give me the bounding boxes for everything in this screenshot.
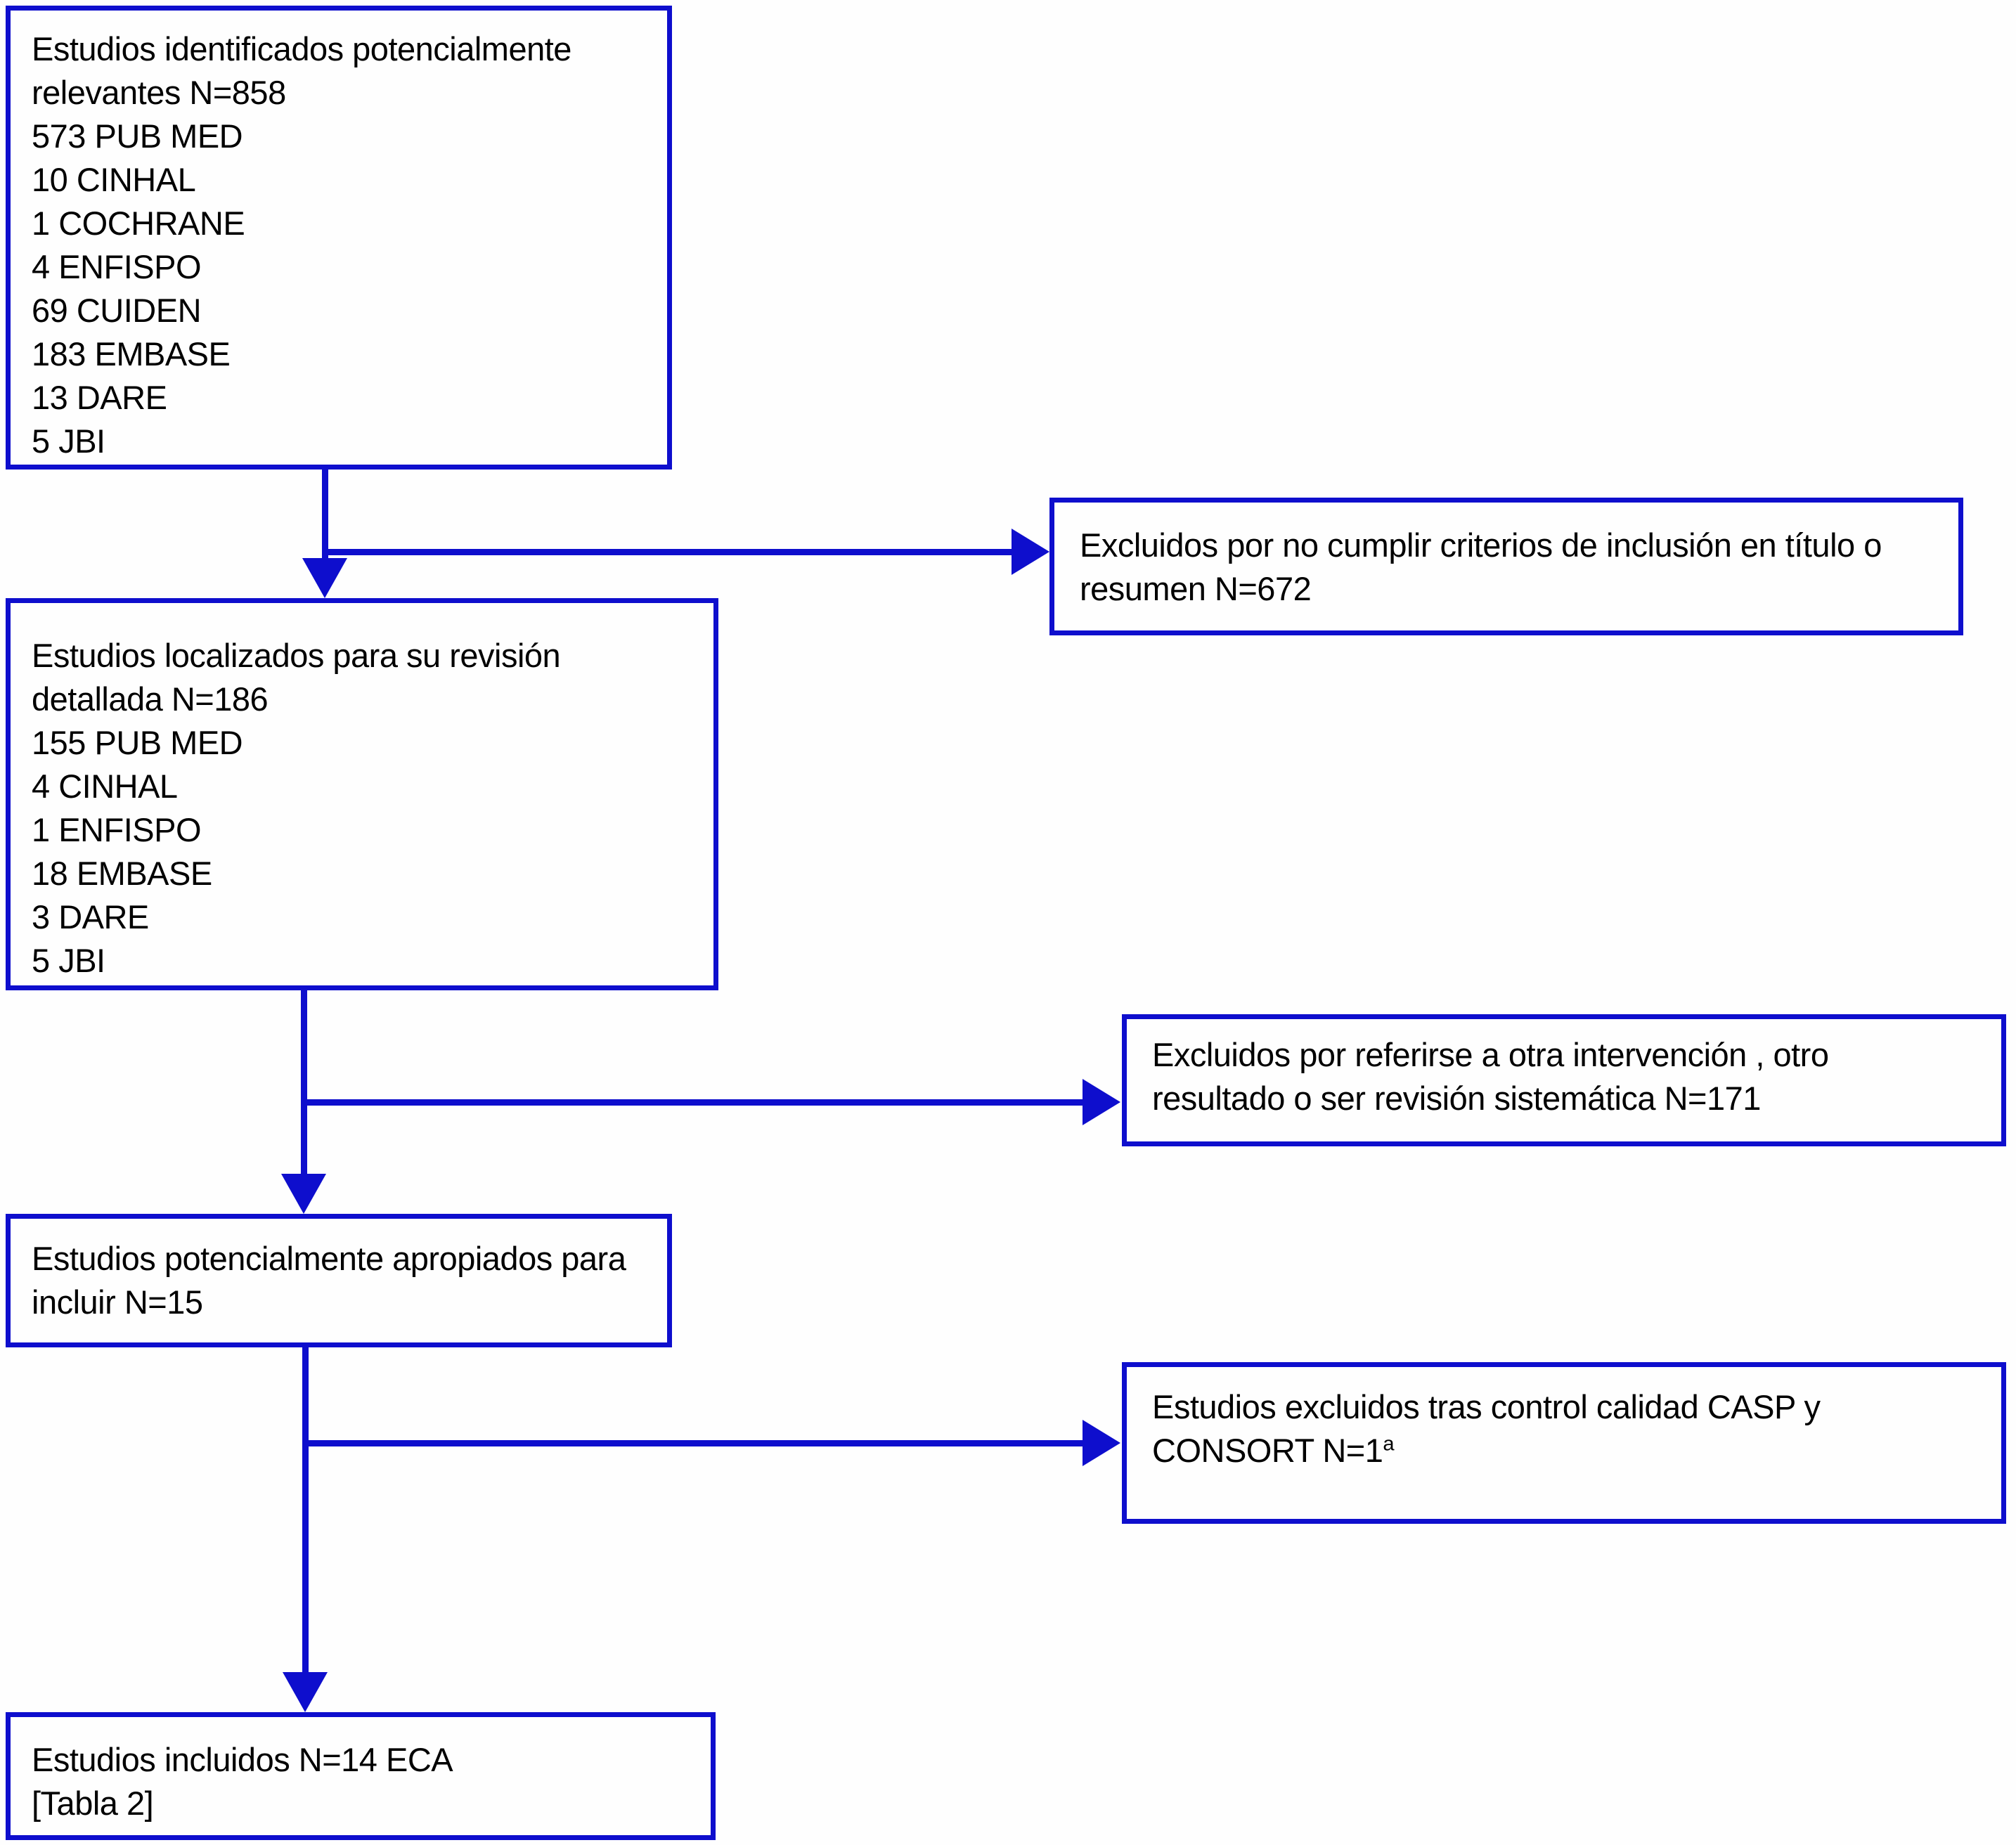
connector-line-horizontal-1 bbox=[322, 549, 1012, 555]
text-line: 183 EMBASE bbox=[32, 335, 231, 373]
connector-line-vertical-3 bbox=[302, 1345, 309, 1672]
text-line: 13 DARE bbox=[32, 379, 167, 416]
box-identified-studies: Estudios identificados potencialmente re… bbox=[6, 6, 672, 470]
arrowhead-right-icon bbox=[1012, 529, 1049, 575]
box-excluded-quality-control: Estudios excluidos tras control calidad … bbox=[1122, 1362, 2006, 1524]
text-line: Estudios identificados potencialmente bbox=[32, 30, 571, 67]
text-line: 5 JBI bbox=[32, 942, 105, 979]
text-line: Excluidos por no cumplir criterios de in… bbox=[1080, 526, 1882, 564]
text-segment: CONSORT N=1 bbox=[1152, 1432, 1383, 1469]
box-included-studies: Estudios incluidos N=14 ECA [Tabla 2] bbox=[6, 1712, 716, 1840]
text-line: detallada N=186 bbox=[32, 680, 269, 718]
text-line: 155 PUB MED bbox=[32, 724, 243, 761]
connector-line-vertical-1 bbox=[322, 468, 328, 559]
arrowhead-down-icon bbox=[302, 558, 347, 598]
box-located-studies: Estudios localizados para su revisión de… bbox=[6, 598, 718, 990]
connector-line-horizontal-3 bbox=[302, 1440, 1083, 1446]
text-line: 573 PUB MED bbox=[32, 117, 243, 155]
text-line: Estudios incluidos N=14 ECA bbox=[32, 1741, 453, 1778]
text-line: CONSORT N=1a bbox=[1152, 1429, 1987, 1472]
connector-line-horizontal-2 bbox=[301, 1099, 1083, 1106]
text-line: 69 CUIDEN bbox=[32, 292, 202, 329]
box-excluded-title-abstract: Excluidos por no cumplir criterios de in… bbox=[1049, 498, 1963, 635]
text-line: 1 ENFISPO bbox=[32, 811, 202, 848]
arrowhead-right-icon bbox=[1083, 1420, 1120, 1466]
text-line: resultado o ser revisión sistemática N=1… bbox=[1152, 1080, 1761, 1117]
arrowhead-down-icon bbox=[281, 1174, 326, 1214]
text-line: Estudios localizados para su revisión bbox=[32, 637, 561, 674]
text-line: 5 JBI bbox=[32, 422, 105, 460]
text-line: Estudios excluidos tras control calidad … bbox=[1152, 1388, 1821, 1425]
connector-line-vertical-2 bbox=[301, 988, 307, 1177]
text-line: Estudios potencialmente apropiados para bbox=[32, 1240, 626, 1277]
text-line: 10 CINHAL bbox=[32, 161, 196, 198]
box-excluded-other-intervention: Excluidos por referirse a otra intervenc… bbox=[1122, 1014, 2006, 1146]
text-line: 18 EMBASE bbox=[32, 855, 212, 892]
text-line: resumen N=672 bbox=[1080, 570, 1312, 607]
arrowhead-down-icon bbox=[283, 1672, 328, 1712]
text-line: Excluidos por referirse a otra intervenc… bbox=[1152, 1036, 1829, 1073]
text-line: relevantes N=858 bbox=[32, 74, 286, 111]
footnote-superscript: a bbox=[1383, 1432, 1395, 1456]
text-line: 1 COCHRANE bbox=[32, 205, 245, 242]
box-potentially-appropriate-studies: Estudios potencialmente apropiados para … bbox=[6, 1214, 672, 1347]
text-line: 3 DARE bbox=[32, 898, 149, 936]
text-line: [Tabla 2] bbox=[32, 1785, 154, 1822]
text-line: incluir N=15 bbox=[32, 1283, 203, 1321]
arrowhead-right-icon bbox=[1083, 1079, 1120, 1125]
text-line: 4 ENFISPO bbox=[32, 248, 202, 285]
text-line: 4 CINHAL bbox=[32, 768, 178, 805]
